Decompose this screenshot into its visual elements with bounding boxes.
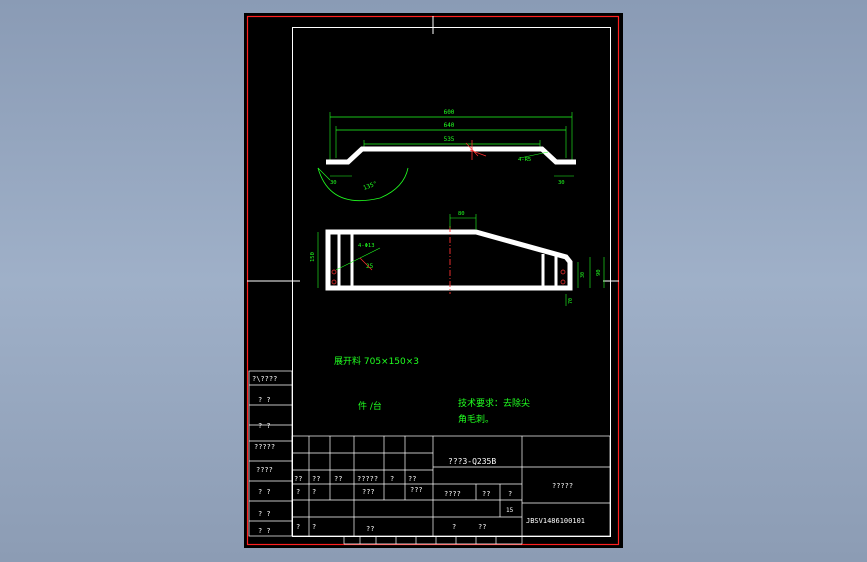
row-a-2: ?? <box>312 475 320 483</box>
strip-cell-6: ? ? <box>258 488 271 496</box>
dim-600: 600 <box>444 109 455 116</box>
left-strip-table <box>248 370 293 537</box>
row-d-3: ?? <box>366 525 374 533</box>
strip-cell-5: ???? <box>256 466 273 474</box>
title-block-grid <box>291 435 611 545</box>
part-name: ????? <box>552 482 573 490</box>
blank-size-note: 展开料 705×150×3 <box>334 355 419 367</box>
material-label: ???3-Q235B <box>448 457 496 466</box>
strip-cell-8: ? ? <box>258 527 271 535</box>
row-d-4: ? <box>452 523 456 531</box>
dim-25: 25 <box>366 263 374 270</box>
row-d-5: ?? <box>478 523 486 531</box>
piece-label: 件 /台 <box>358 400 382 412</box>
dim-30-right: 30 <box>558 180 565 186</box>
row-a-5: ? <box>390 475 394 483</box>
inner-frame <box>292 27 611 537</box>
row-a-7: ??? <box>410 486 423 494</box>
strip-cell-3: ? ? <box>258 422 271 430</box>
row-c-2: ?? <box>482 490 490 498</box>
strip-cell-1: ?\???? <box>252 375 277 383</box>
dim-70: 70 <box>568 298 574 304</box>
row-d-2: ? <box>312 523 316 531</box>
dim-150: 150 <box>310 252 316 262</box>
strip-cell-2: ? ? <box>258 396 271 404</box>
dim-30-left: 30 <box>330 180 337 186</box>
row-a-4: ????? <box>357 475 378 483</box>
strip-cell-4: ????? <box>254 443 275 451</box>
row-d-1: ? <box>296 523 300 531</box>
dim-640: 640 <box>444 122 455 129</box>
row-b-3: ??? <box>362 488 375 496</box>
row-a-3: ?? <box>334 475 342 483</box>
tech-req-line1: 技术要求：去除尖 <box>458 397 530 409</box>
top-view: 600 640 535 4-R5 30 30 135° <box>317 109 576 202</box>
row-b-1: ? <box>296 488 300 496</box>
row-a-6: ?? <box>408 475 416 483</box>
row-c-4: 15 <box>506 507 514 514</box>
dim-4-r5: 4-R5 <box>518 157 531 163</box>
dim-135-deg: 135° <box>362 180 378 192</box>
dim-90: 90 <box>596 269 602 276</box>
drawing-number: JBSV1486100101 <box>526 517 585 525</box>
row-c-1: ???? <box>444 490 461 498</box>
front-view: 80 150 4-Φ13 25 30 90 70 <box>310 211 605 306</box>
drawing-sheet <box>244 13 623 548</box>
row-c-3: ? <box>508 490 512 498</box>
dim-80: 80 <box>458 211 465 217</box>
strip-cell-7: ? ? <box>258 510 271 518</box>
dim-30-front: 30 <box>580 272 586 278</box>
tech-req-line2: 角毛刺。 <box>458 413 494 425</box>
bent-bar <box>326 146 576 165</box>
row-b-2: ? <box>312 488 316 496</box>
dim-535: 535 <box>444 136 455 143</box>
front-outline <box>325 229 573 291</box>
dim-4-phi13: 4-Φ13 <box>358 243 375 249</box>
row-a-1: ?? <box>294 475 302 483</box>
